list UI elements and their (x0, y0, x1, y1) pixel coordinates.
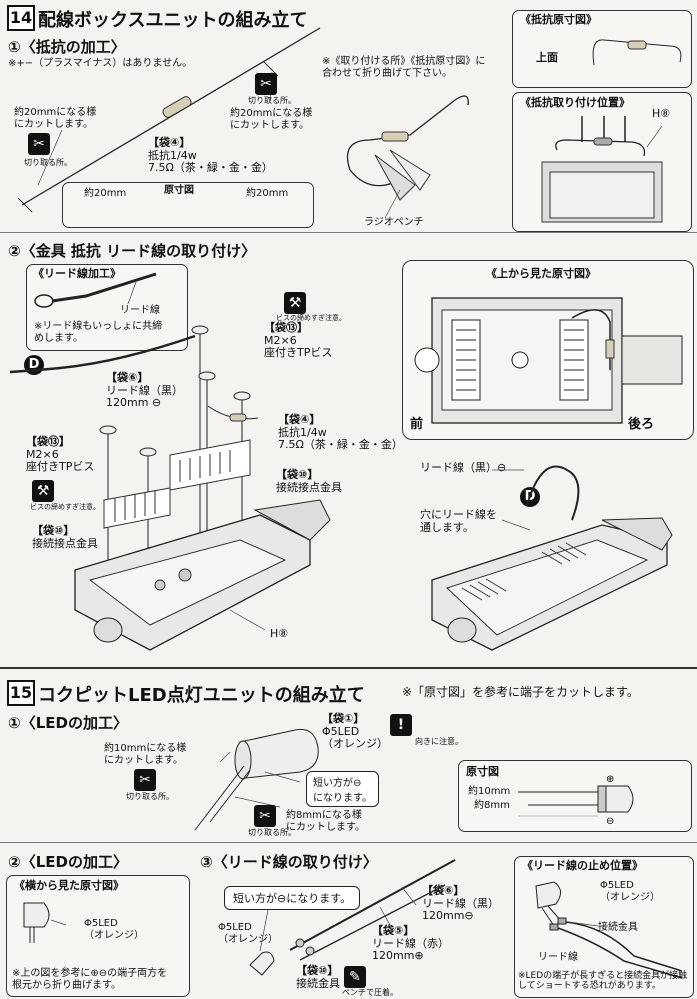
screwdriver-icon: ⚒ (32, 480, 54, 502)
led-part-3-heading: ③〈リード線の取り付け〉 (200, 853, 378, 871)
crimp-label: ペンチで圧着。 (342, 988, 398, 997)
resistor-full-size-title: 《抵抗原寸図》 (520, 13, 597, 26)
contact-right-label: 【袋⑩】 接続接点金具 (276, 468, 342, 494)
short-circuit-warning: ※LEDの端子が長すぎると接続金具が接触してショートする恐れがあります。 (518, 971, 688, 992)
stop-position-title: 《リード線の止め位置》 (522, 859, 643, 872)
part-ref-h8: H⑧ (270, 627, 289, 640)
part3-lead-red: 【袋⑤】 リード線（赤） 120mm⊕ (372, 924, 449, 963)
screw-caution-top: ビスの締めすぎ注意。 (276, 314, 346, 322)
resistor-full-size-drawing (592, 39, 682, 66)
led-dim-8: 約8mm (474, 800, 510, 811)
side-view-led-label: Φ5LED（オレンジ） (84, 918, 144, 941)
cut-icon-label-led: 切り取る所。 (126, 792, 174, 801)
part-2-heading: ②〈金具 抵抗 リード線の取り付け〉 (8, 242, 257, 260)
exploded-assembly-drawing (9, 325, 331, 651)
pliers-label: ラジオペンチ (364, 217, 424, 228)
cut-icon-label-left: 切り取る所。 (24, 158, 72, 167)
side-view-note: ※上の図を参考に⊕⊖の端子両方を根元から折り曲げます。 (12, 968, 168, 991)
screwdriver-icon: ⚒ (284, 292, 306, 314)
resistor-bag-label: 【袋④】 抵抗1/4w 7.5Ω（茶・緑・金・金） (148, 136, 273, 175)
front-label: 前 (410, 417, 424, 432)
screw-left-label: 【袋⑬】 M2×6 座付きTPビス (26, 435, 95, 474)
full-size-label: 原寸図 (164, 185, 194, 196)
resistor-small-label: 【袋④】 抵抗1/4w 7.5Ω（茶・緑・金・金） (278, 413, 403, 452)
led-dim-10: 約10mm (468, 786, 511, 797)
wire-route-lead-label: リード線（黒）⊖ (420, 461, 507, 474)
step-15-reference-note: ※「原寸図」を参考に端子をカットします。 (402, 685, 639, 699)
bend-note: ※《取り付ける所》《抵抗原寸図》に合わせて折り曲げて下さい。 (322, 56, 486, 79)
orientation-caution: 向きに注意。 (415, 737, 463, 746)
stop-lead-label: リード線 (538, 952, 578, 963)
side-view-title: 《横から見た原寸図》 (14, 879, 124, 892)
led-part-1-heading: ①〈LEDの加工〉 (8, 714, 128, 732)
svg-text:⊖: ⊖ (606, 816, 614, 827)
lead-black-label: 【袋⑥】 リード線（黒） 120mm ⊖ (106, 371, 183, 410)
cut-note-right: 約20mmになる様にカットします。 (230, 108, 313, 131)
dim-left: 約20mm (84, 188, 127, 199)
lead-processing-drawing (34, 272, 157, 308)
led-part-2-heading: ②〈LEDの加工〉 (8, 853, 128, 871)
resistor-position-title: 《抵抗取り付け位置》 (520, 96, 630, 109)
screw-top-label: 【袋⑬】 M2×6 座付きTPビス (264, 321, 333, 360)
cut-note-left: 約20mmになる様にカットします。 (14, 107, 97, 130)
stop-contact-label: 接続金具 (598, 922, 638, 933)
rear-label: 後ろ (628, 417, 655, 432)
lead-processing-box (26, 264, 188, 351)
led-full-size-title: 原寸図 (466, 765, 499, 778)
divider (0, 232, 697, 233)
part3-contact: 【袋⑩】 接続金具 (296, 964, 340, 990)
short-lead-note: 短い方が⊖になります。 (306, 771, 379, 807)
resistor-position-drawing (541, 116, 663, 223)
stop-position-drawing (535, 881, 683, 979)
cut-icon-label-right: 切り取る所。 (248, 96, 296, 105)
divider (0, 842, 697, 843)
step-15-number: 15 (7, 680, 35, 706)
wire-route-drawing (431, 465, 673, 651)
step-14-number: 14 (7, 5, 35, 31)
scissors-icon: ✂ (28, 133, 50, 155)
lead-attach-drawing (249, 859, 456, 976)
side-view-box (6, 875, 190, 997)
led-cut-drawing (194, 728, 319, 831)
short-lead-note-2: 短い方が⊖になります。 (224, 886, 361, 910)
part-1-heading: ①〈抵抗の加工〉 (8, 38, 126, 56)
full-size-box (62, 182, 314, 228)
led-full-size-box (458, 760, 692, 832)
resistor-full-size-inset (512, 10, 692, 88)
top-face-label: 上面 (536, 51, 558, 64)
step-14-title: 配線ボックスユニットの組み立て (38, 10, 308, 31)
scissors-icon: ✂ (255, 73, 277, 95)
led-bag-label: 【袋①】 Φ5LED （オレンジ） (322, 712, 388, 751)
side-view-drawing (23, 902, 67, 943)
dim-right: 約20mm (246, 188, 289, 199)
step-15-title: コクピットLED点灯ユニットの組み立て (38, 685, 365, 706)
pliers-bending-drawing (346, 95, 469, 219)
svg-text:⊕: ⊕ (606, 774, 614, 785)
pliers-icon: ✎ (344, 966, 366, 988)
hole-note: 穴にリード線を通します。 (420, 508, 497, 534)
cut-8mm-note: 約8mmになる様にカットします。 (286, 810, 365, 833)
part3-lead-black: 【袋⑥】 リード線（黒） 120mm⊖ (422, 884, 499, 923)
stop-led-label: Φ5LED（オレンジ） (600, 880, 660, 903)
part3-led-label: Φ5LED（オレンジ） (218, 922, 278, 945)
lead-wire-label: リード線 (120, 305, 160, 316)
exclamation-icon: ! (390, 714, 412, 736)
cut-10mm-note: 約10mmになる様にカットします。 (104, 743, 187, 766)
top-view-drawing (414, 297, 683, 424)
contact-left-label: 【袋⑩】 接続接点金具 (32, 524, 98, 550)
resistor-position-ref: H⑧ (652, 107, 671, 120)
lead-processing-note: ※リード線もいっしょに共締めします。 (34, 321, 163, 344)
divider (0, 667, 697, 669)
led-full-size-drawing: ⊕ ⊖ (518, 774, 634, 827)
lead-processing-title: 《リード線加工》 (33, 267, 121, 280)
cut-icon-label-led-2: 切り取る所。 (248, 828, 296, 837)
stop-position-box (514, 856, 694, 998)
screw-caution-left: ビスの締めすぎ注意。 (30, 503, 100, 511)
polarity-note: ※+−（プラスマイナス）はありません。 (8, 58, 193, 69)
scissors-icon: ✂ (134, 769, 156, 791)
top-view-title: 《上から見た原寸図》 (486, 267, 596, 280)
scissors-icon: ✂ (254, 805, 276, 827)
